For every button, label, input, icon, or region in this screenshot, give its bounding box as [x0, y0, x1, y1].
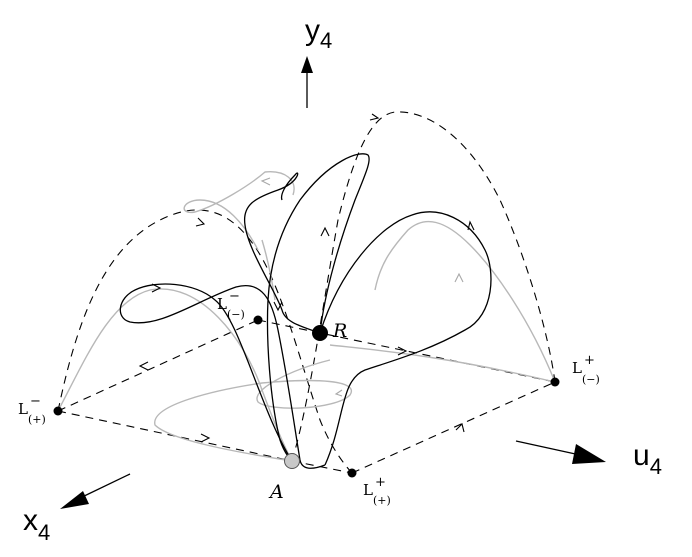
dashed-arc-right	[291, 111, 556, 462]
point-R-marker	[312, 325, 328, 341]
point-L-minus-minus-marker	[253, 315, 263, 325]
axis-label-x4: x4	[23, 504, 50, 545]
axis-label-u4: u4	[633, 439, 662, 479]
label-L-plus-minus: L + (−)	[572, 353, 600, 386]
svg-text:(+): (+)	[28, 413, 46, 426]
direction-arrows-gray	[260, 177, 464, 397]
svg-text:(−): (−)	[227, 308, 245, 321]
svg-text:L: L	[363, 481, 373, 499]
dashed-arc-left	[57, 209, 353, 474]
direction-arrows-black	[138, 113, 475, 443]
svg-text:+: +	[375, 475, 386, 490]
point-L-plus-minus-marker	[550, 377, 560, 387]
label-L-minus-minus: L − (−)	[217, 289, 245, 321]
y4-axis-arrow	[301, 56, 313, 108]
svg-text:(−): (−)	[582, 373, 600, 386]
label-L-plus-plus: L + (+)	[363, 475, 391, 507]
svg-text:−: −	[229, 289, 240, 304]
label-A: A	[268, 481, 284, 503]
svg-text:L: L	[18, 400, 28, 418]
x4-axis-arrow	[60, 473, 131, 509]
label-L-minus-plus: L − (+)	[18, 394, 46, 426]
u4-axis-arrow	[515, 440, 606, 464]
point-L-minus-plus-marker	[53, 406, 63, 416]
label-R: R	[332, 320, 347, 342]
point-L-plus-plus-marker	[347, 468, 357, 478]
svg-text:−: −	[30, 394, 41, 409]
svg-text:+: +	[584, 353, 595, 368]
axis-label-y4: y4	[305, 14, 332, 53]
svg-text:L: L	[572, 359, 582, 377]
gray-trajectories	[57, 171, 556, 462]
svg-text:(+): (+)	[373, 494, 391, 507]
black-trajectories	[119, 153, 492, 469]
dashed-base-plane	[57, 319, 556, 474]
svg-text:L: L	[217, 295, 227, 313]
point-A-marker	[284, 453, 300, 469]
